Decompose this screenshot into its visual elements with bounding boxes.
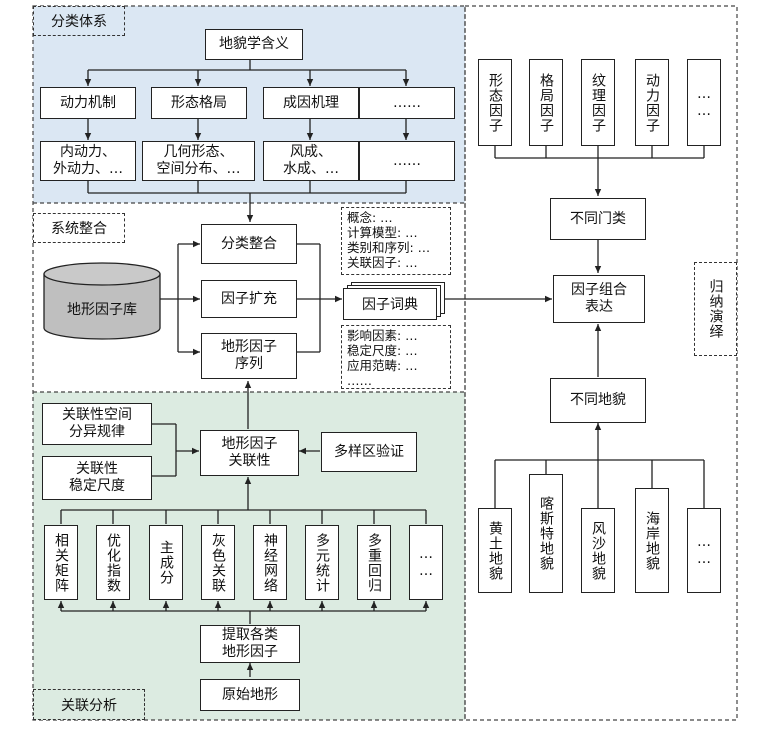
factor-database-cylinder <box>43 262 161 340</box>
landform-types-box: 不同地貌 <box>550 378 646 423</box>
landform-label: 风沙地貌 <box>590 520 606 581</box>
extract-factors-label: 提取各类 地形因子 <box>222 627 278 660</box>
category-label: 成因机理 <box>283 94 339 111</box>
factor-database-text: 地形因子库 <box>67 302 137 318</box>
factor-type-box: …… <box>687 59 721 146</box>
dictionary-note-top-text: 概念: … 计算模型: … 类别和序列: … 关联因子: … <box>347 210 431 270</box>
factor-correlation-label: 地形因子 关联性 <box>221 436 278 469</box>
classification-section-tag: 分类体系 <box>33 6 125 36</box>
integration-step-label: 地形因子 序列 <box>221 339 277 372</box>
method-box: 主成分 <box>149 525 183 600</box>
method-label: 主成分 <box>158 540 174 585</box>
original-terrain-box: 原始地形 <box>200 679 300 711</box>
landform-label: …… <box>696 533 712 568</box>
right-panel-border <box>464 5 738 721</box>
method-label: 神经网络 <box>262 532 278 593</box>
dictionary-note-bottom: 影响因素: … 稳定尺度: … 应用范畴: … …… <box>341 325 451 389</box>
classification-integration-box: 分类整合 <box>201 224 297 264</box>
dictionary-note-bottom-text: 影响因素: … 稳定尺度: … 应用范畴: … …… <box>347 328 418 388</box>
category-label: …… <box>393 94 421 111</box>
integration-section-tag: 系统整合 <box>33 213 125 243</box>
method-box: 多重回归 <box>357 525 391 600</box>
left-panel-border <box>32 5 466 721</box>
landform-box: 黄土地貌 <box>478 508 512 593</box>
spatial-variation-box: 关联性空间 分异规律 <box>42 403 152 445</box>
landform-box: 风沙地貌 <box>581 508 615 593</box>
landform-label: 黄土地貌 <box>487 520 503 581</box>
geomorphology-meaning-label: 地貌学含义 <box>219 36 289 52</box>
category-detail-box: …… <box>359 141 455 181</box>
method-box: …… <box>409 525 443 600</box>
landform-box: 喀斯特地貌 <box>529 474 563 593</box>
induction-section-label: 归纳演绎 <box>707 279 724 339</box>
dictionary-front-sheet: 因子词典 <box>343 288 437 320</box>
category-box: …… <box>359 87 455 119</box>
method-label: …… <box>418 545 434 580</box>
association-section-label: 关联分析 <box>61 697 117 714</box>
factor-type-label: 纹理因子 <box>590 72 606 133</box>
landform-box: 海岸地貌 <box>635 488 669 593</box>
category-box: 动力机制 <box>40 87 136 119</box>
factor-type-box: 纹理因子 <box>581 59 615 146</box>
factor-correlation-box: 地形因子 关联性 <box>200 430 299 476</box>
category-box: 形态格局 <box>151 87 247 119</box>
factor-type-box: 动力因子 <box>635 59 669 146</box>
induction-section-tag: 归纳演绎 <box>694 262 737 356</box>
category-detail-box: 几何形态、 空间分布、… <box>142 141 255 181</box>
stable-scale-label: 关联性 稳定尺度 <box>69 461 125 494</box>
category-detail-box: 内动力、 外动力、… <box>40 141 136 181</box>
category-detail-label: 风成、 水成、… <box>283 144 339 177</box>
method-box: 灰色关联 <box>201 525 235 600</box>
integration-step-label: 因子扩充 <box>221 290 277 307</box>
method-box: 相关矩阵 <box>44 525 78 600</box>
dictionary-label: 因子词典 <box>362 297 418 313</box>
method-label: 优化指数 <box>105 532 121 593</box>
factor-type-box: 格局因子 <box>529 59 563 146</box>
category-detail-box: 风成、 水成、… <box>263 141 359 181</box>
extract-factors-box: 提取各类 地形因子 <box>200 625 300 663</box>
original-terrain-label: 原始地形 <box>222 686 278 703</box>
method-box: 优化指数 <box>96 525 130 600</box>
stable-scale-box: 关联性 稳定尺度 <box>42 456 152 500</box>
factor-expansion-box: 因子扩充 <box>201 280 297 318</box>
category-box: 成因机理 <box>263 87 359 119</box>
integration-section-label: 系统整合 <box>51 221 107 237</box>
factor-type-label: 动力因子 <box>644 72 660 133</box>
method-label: 多元统计 <box>314 532 330 593</box>
landform-types-label: 不同地貌 <box>570 392 626 408</box>
classification-section-label: 分类体系 <box>51 14 107 30</box>
factor-combination-box: 因子组合 表达 <box>553 275 645 323</box>
category-label: 动力机制 <box>60 94 116 111</box>
factor-dictionary: 因子词典 <box>343 282 447 322</box>
factor-type-label: 格局因子 <box>538 72 554 133</box>
factor-type-label: …… <box>696 85 712 120</box>
factor-type-box: 形态因子 <box>478 59 512 146</box>
method-label: 相关矩阵 <box>53 532 69 593</box>
integration-step-label: 分类整合 <box>221 235 277 252</box>
factor-categories-box: 不同门类 <box>550 198 646 240</box>
landform-label: 海岸地貌 <box>644 510 660 571</box>
category-detail-label: 几何形态、 空间分布、… <box>156 144 241 177</box>
multi-region-validation-label: 多样区验证 <box>334 443 404 460</box>
factor-categories-label: 不同门类 <box>570 210 626 227</box>
factor-combination-label: 因子组合 表达 <box>571 282 627 315</box>
factor-database-label: 地形因子库 <box>44 299 160 319</box>
category-detail-label: …… <box>393 152 421 169</box>
method-box: 多元统计 <box>305 525 339 600</box>
category-detail-label: 内动力、 外动力、… <box>53 144 123 177</box>
factor-sequence-box: 地形因子 序列 <box>201 333 297 379</box>
method-box: 神经网络 <box>253 525 287 600</box>
spatial-variation-label: 关联性空间 分异规律 <box>62 407 132 440</box>
factor-type-label: 形态因子 <box>487 72 503 133</box>
geomorphology-meaning-box: 地貌学含义 <box>205 29 303 60</box>
multi-region-validation-box: 多样区验证 <box>321 432 417 472</box>
dictionary-note-top: 概念: … 计算模型: … 类别和序列: … 关联因子: … <box>341 207 451 275</box>
association-section-tag: 关联分析 <box>33 689 145 720</box>
landform-label: 喀斯特地貌 <box>538 496 554 571</box>
category-label: 形态格局 <box>171 94 227 111</box>
method-label: 灰色关联 <box>210 532 226 593</box>
method-label: 多重回归 <box>366 532 382 593</box>
landform-box: …… <box>687 508 721 593</box>
